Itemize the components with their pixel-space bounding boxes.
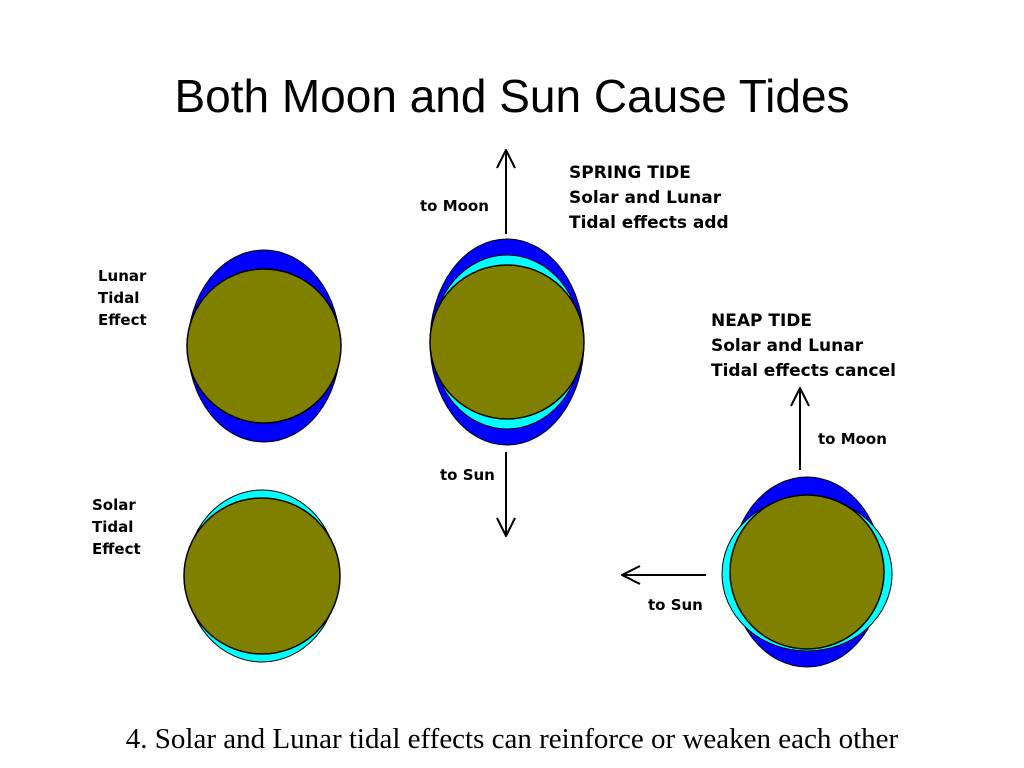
- neap-to-sun-label: to Sun: [648, 596, 703, 614]
- earth-disc: [429, 264, 585, 420]
- neap-label-line: Tidal effects cancel: [711, 361, 896, 381]
- solar-label-line: Tidal: [92, 518, 133, 536]
- neap-tide-label: NEAP TIDE Solar and Lunar Tidal effects …: [711, 311, 896, 381]
- lunar-tidal-label: Lunar Tidal Effect: [98, 267, 147, 329]
- solar-label-line: Effect: [92, 540, 141, 558]
- lunar-label-line: Lunar: [98, 267, 147, 285]
- spring-to-moon-label: to Moon: [420, 197, 489, 215]
- solar-tidal-label: Solar Tidal Effect: [92, 496, 141, 558]
- slide-caption: 4. Solar and Lunar tidal effects can rei…: [125, 723, 899, 755]
- spring-label-line: Solar and Lunar: [569, 188, 722, 208]
- spring-tide-earth: [429, 238, 585, 446]
- neap-to-moon-label: to Moon: [818, 430, 887, 448]
- solar-tidal-earth: [183, 489, 341, 663]
- lunar-tidal-earth: [186, 249, 342, 443]
- neap-label-line: NEAP TIDE: [711, 311, 812, 331]
- neap-label-line: Solar and Lunar: [711, 336, 864, 356]
- spring-to-sun-label: to Sun: [440, 466, 495, 484]
- earth-disc: [183, 497, 341, 655]
- spring-tide-label: SPRING TIDE Solar and Lunar Tidal effect…: [569, 163, 729, 233]
- slide-title: Both Moon and Sun Cause Tides: [174, 70, 850, 122]
- earth-disc: [729, 494, 885, 650]
- neap-tide-earth: [721, 476, 893, 668]
- solar-label-line: Solar: [92, 496, 136, 514]
- spring-label-line: Tidal effects add: [569, 213, 729, 233]
- lunar-label-line: Tidal: [98, 289, 139, 307]
- earth-disc: [186, 268, 342, 424]
- spring-label-line: SPRING TIDE: [569, 163, 691, 183]
- lunar-label-line: Effect: [98, 311, 147, 329]
